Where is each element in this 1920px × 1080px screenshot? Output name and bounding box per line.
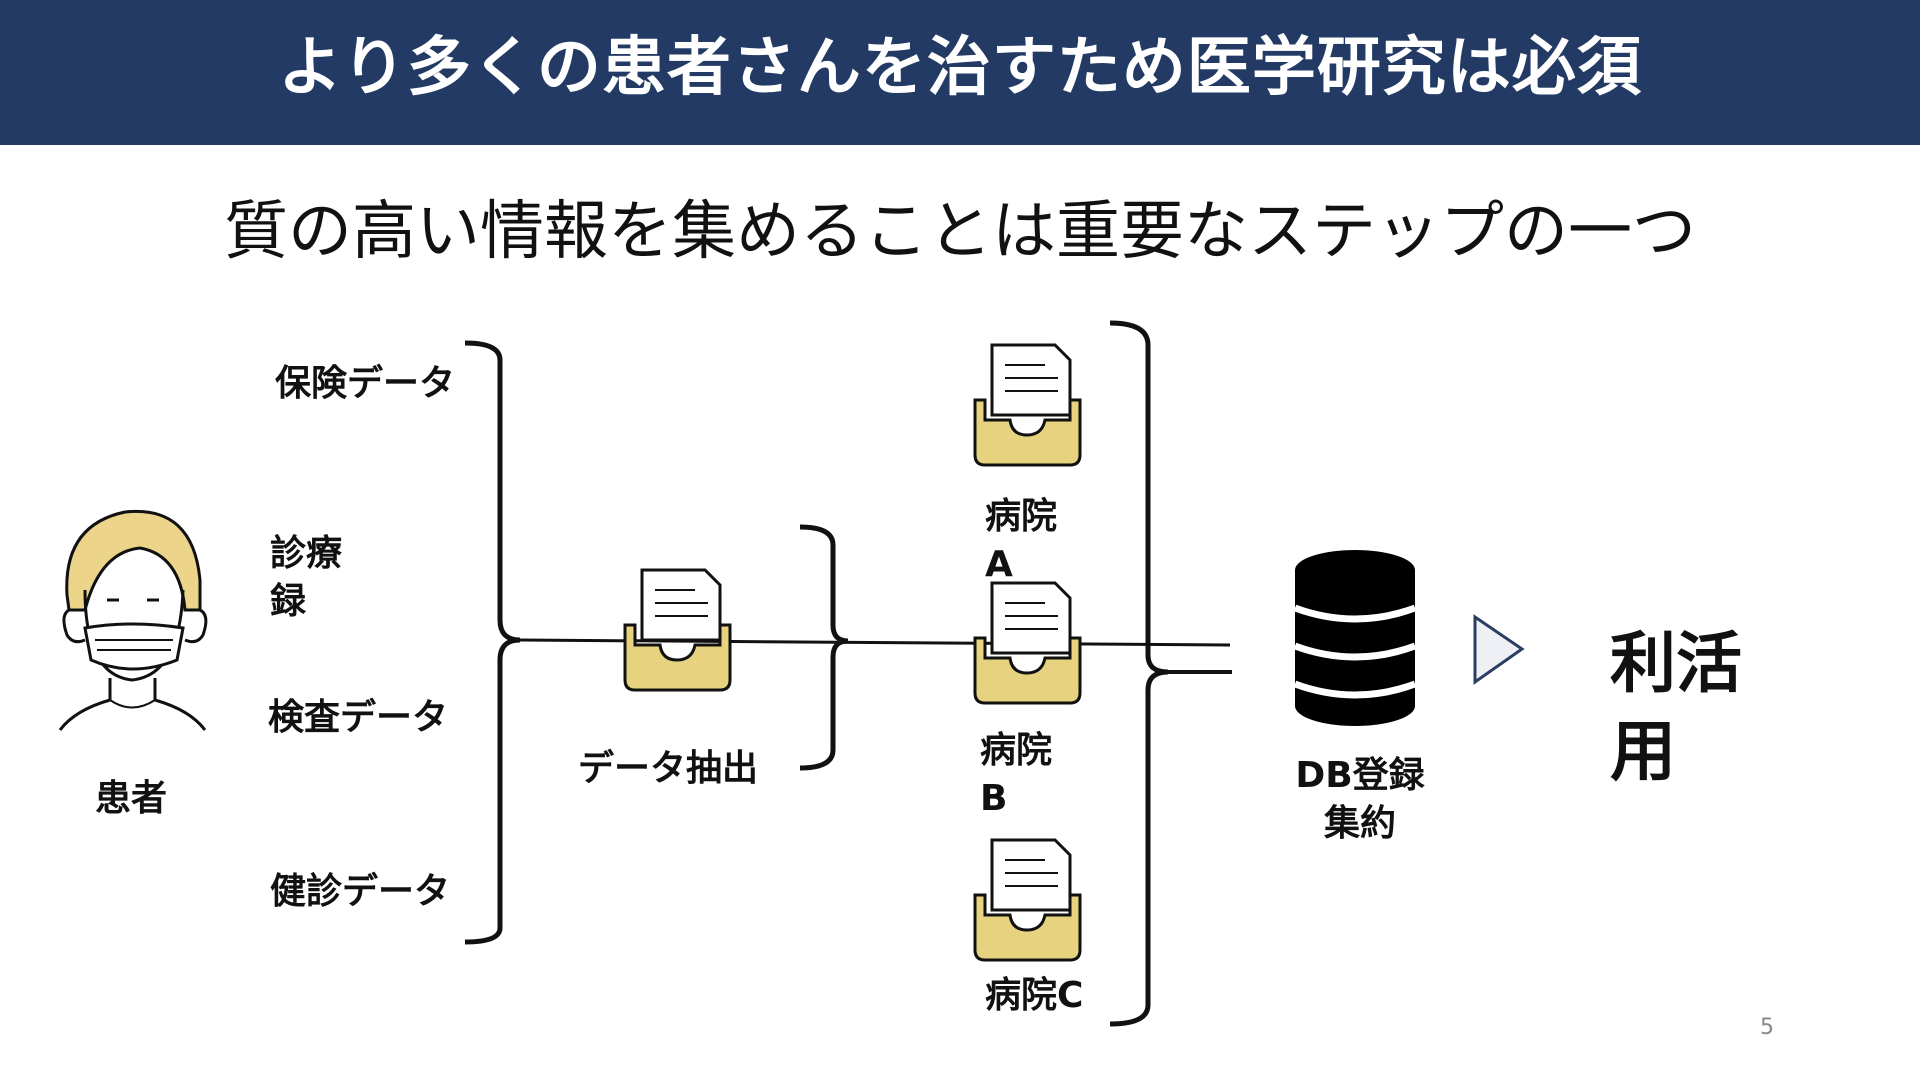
- patient-label: 患者: [95, 778, 168, 819]
- document-tray-icon: [973, 581, 1082, 705]
- title-bar: より多くの患者さんを治すため医学研究は必須: [0, 0, 1920, 145]
- patient-with-mask-icon: [58, 509, 208, 731]
- usage-label: 利活 用: [1610, 625, 1742, 790]
- hospital-c-label: 病院C: [985, 975, 1084, 1016]
- database-label: DB登録 集約: [1295, 755, 1425, 844]
- source-medical-record-label: 診療 録: [270, 533, 343, 622]
- play-arrow-icon: [1473, 614, 1525, 685]
- extraction-bracket: [799, 524, 849, 771]
- extraction-label: データ抽出: [578, 748, 759, 789]
- hospital-a-label: 病院 A: [985, 496, 1058, 585]
- source-lab-label: 検査データ: [268, 697, 449, 738]
- page-number: 5: [1760, 1015, 1774, 1040]
- page-title: より多くの患者さんを治すため医学研究は必須: [278, 31, 1642, 105]
- source-insurance-label: 保険データ: [275, 363, 456, 404]
- document-tray-icon: [973, 838, 1082, 962]
- hospitals-bracket: [1109, 320, 1169, 1027]
- database-icon: [1293, 550, 1417, 726]
- document-tray-icon: [623, 568, 732, 692]
- sources-bracket: [464, 340, 521, 945]
- document-tray-icon: [973, 343, 1082, 467]
- flow-line: [519, 638, 1231, 647]
- source-health-check-label: 健診データ: [270, 871, 451, 912]
- hospital-b-label: 病院 B: [980, 730, 1053, 819]
- subtitle: 質の高い情報を集めることは重要なステップの一つ: [224, 195, 1696, 269]
